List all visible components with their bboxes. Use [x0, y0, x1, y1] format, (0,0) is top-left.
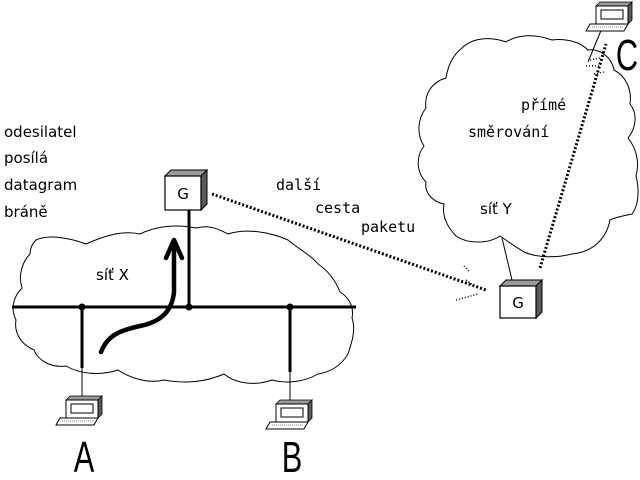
network-y-label: síť Y — [480, 200, 513, 218]
computer-b-icon — [265, 399, 313, 430]
junction-gateway — [185, 303, 193, 311]
next-path-line-1: další — [276, 176, 321, 194]
next-path-line-2: cesta — [315, 199, 360, 217]
sender-note-line-1: odesilatel — [4, 123, 77, 141]
network-y-cloud — [417, 35, 639, 258]
junction-b — [286, 303, 294, 311]
gateway-y-label: G — [512, 294, 524, 312]
datagram-arrow — [98, 245, 177, 355]
gateway-y-to-cloud — [501, 237, 513, 281]
sender-note-line-4: bráně — [4, 203, 48, 221]
sender-note-line-2: posílá — [4, 149, 48, 167]
sender-note-line-3: datagram — [4, 176, 77, 194]
computer-c-icon — [585, 1, 633, 32]
host-b-label: B — [282, 434, 303, 480]
junction-a — [78, 303, 86, 311]
computer-a-icon — [55, 395, 103, 426]
direct-routing-link — [538, 43, 608, 269]
direct-routing-hatch-2 — [589, 57, 601, 61]
gateway-x-label: G — [177, 185, 189, 203]
next-path-link — [211, 192, 487, 292]
direct-routing-line-1: přímé — [521, 96, 566, 114]
next-path-hatch-3 — [455, 293, 479, 301]
host-c-to-cloud — [587, 27, 603, 63]
datagram-arrowhead — [163, 237, 185, 261]
network-x-label: síť X — [96, 266, 129, 284]
next-path-hatch-1 — [463, 265, 471, 273]
host-c-label: C — [616, 32, 638, 81]
gateway-x-box-icon — [163, 168, 209, 212]
host-a-label: A — [74, 434, 95, 480]
gateway-y-box-icon — [498, 278, 544, 320]
next-path-line-3: paketu — [361, 218, 415, 236]
direct-routing-line-2: směrování — [468, 123, 549, 141]
network-x-cloud — [12, 225, 355, 384]
